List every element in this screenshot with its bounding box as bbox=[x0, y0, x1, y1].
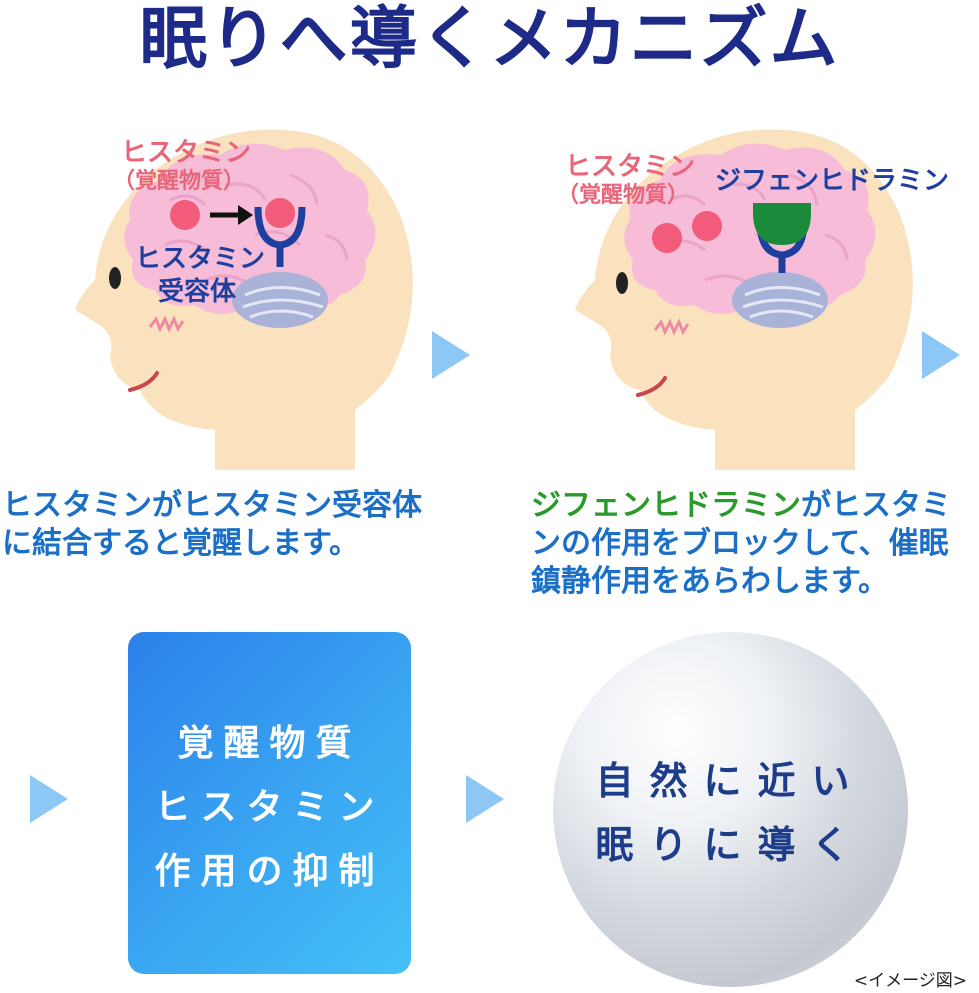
drug-block-icon bbox=[753, 203, 811, 245]
receptor-label-2: 受容体 bbox=[158, 276, 237, 307]
page-title: 眠りへ導くメカニズム bbox=[139, 0, 840, 79]
histamine-sublabel: （覚醒物質） bbox=[113, 168, 245, 194]
caption-right-line3: 鎮静作用をあらわします。 bbox=[531, 564, 888, 599]
arrow-right-icon bbox=[30, 775, 68, 823]
caption-left-line1: ヒスタミンがヒスタミン受容体 bbox=[2, 488, 422, 523]
caption-left: ヒスタミンがヒスタミン受容体 に結合すると覚醒します。 bbox=[2, 487, 422, 563]
arrow-right-icon bbox=[432, 331, 470, 379]
caption-right-drug: ジフェンヒドラミン bbox=[531, 488, 801, 523]
box-line3: 作用の抑制 bbox=[154, 851, 385, 892]
image-note: <イメージ図> bbox=[853, 971, 967, 991]
caption-right-line2: ンの作用をブロックして、催眠 bbox=[531, 526, 949, 561]
receptor-label-1: ヒスタミン bbox=[135, 244, 265, 274]
cheek bbox=[148, 315, 185, 333]
brain-shape bbox=[124, 143, 376, 316]
circle-line1: 自然に近い bbox=[595, 759, 866, 803]
arrow-right-icon bbox=[466, 775, 504, 823]
left-head-illustration: ヒスタミン （覚醒物質） ヒスタミン 受容体 bbox=[75, 129, 413, 470]
drug-label: ジフェンヒドラミン bbox=[715, 166, 949, 196]
right-head-illustration: ヒスタミン （覚醒物質） ジフェンヒドラミン bbox=[557, 129, 949, 470]
suppression-box: 覚醒物質 ヒスタミン 作用の抑制 bbox=[128, 632, 411, 974]
histamine-label: ヒスタミン bbox=[121, 138, 251, 168]
arrow-right-icon bbox=[922, 331, 960, 379]
histamine-label: ヒスタミン bbox=[565, 152, 695, 182]
brain-shape bbox=[624, 143, 876, 316]
mouth bbox=[636, 376, 667, 397]
histamine-dot bbox=[652, 223, 682, 253]
box-line1: 覚醒物質 bbox=[177, 723, 362, 764]
caption-right: ジフェンヒドラミンがヒスタミ ンの作用をブロックして、催眠 鎮静作用をあらわしま… bbox=[531, 487, 951, 601]
eye bbox=[616, 272, 628, 294]
mouth bbox=[128, 371, 159, 392]
caption-right-line1-rest: がヒスタミ bbox=[801, 488, 951, 523]
histamine-sublabel: （覚醒物質） bbox=[557, 182, 689, 208]
caption-left-line2: に結合すると覚醒します。 bbox=[2, 526, 359, 561]
eye bbox=[109, 267, 121, 289]
result-circle: 自然に近い 眠りに導く bbox=[553, 632, 908, 987]
histamine-dot bbox=[170, 200, 200, 230]
box-line2: ヒスタミン bbox=[154, 787, 385, 828]
circle-line2: 眠りに導く bbox=[595, 823, 866, 867]
histamine-dot bbox=[692, 211, 722, 241]
histamine-dot-bound bbox=[265, 198, 295, 228]
cheek bbox=[653, 318, 690, 336]
